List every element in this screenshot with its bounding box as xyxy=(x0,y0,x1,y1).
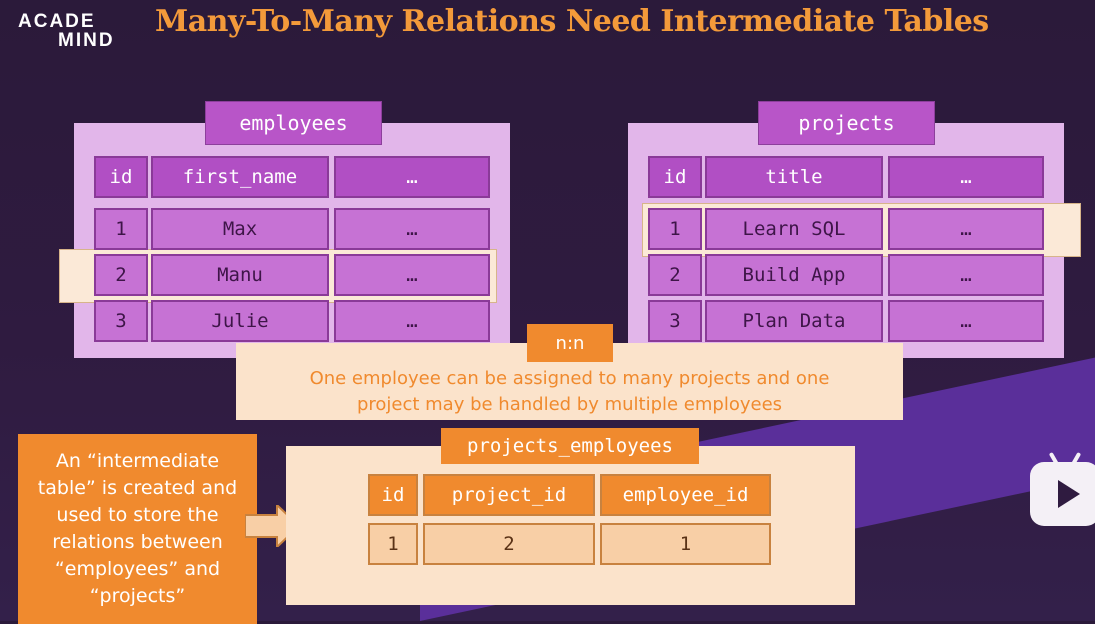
video-play-icon[interactable] xyxy=(1030,451,1095,526)
employees-cell: … xyxy=(334,208,490,250)
projects-cell: … xyxy=(888,300,1044,342)
employees-cell: 3 xyxy=(94,300,148,342)
projects-header-title: title xyxy=(705,156,883,198)
employees-cell: Max xyxy=(151,208,329,250)
pe-header-project-id: project_id xyxy=(423,474,595,516)
intermediate-table-note: An “intermediate table” is created and u… xyxy=(18,434,257,624)
projects-cell: 2 xyxy=(648,254,702,296)
projects-table-name: projects xyxy=(758,101,935,145)
pe-header-employee-id: employee_id xyxy=(600,474,771,516)
projects-cell: 1 xyxy=(648,208,702,250)
logo-line-2: MIND xyxy=(58,30,115,51)
projects-header-id: id xyxy=(648,156,702,198)
projects-cell: 3 xyxy=(648,300,702,342)
employees-header-id: id xyxy=(94,156,148,198)
projects-cell: … xyxy=(888,254,1044,296)
logo-line-1: ACADE xyxy=(18,11,96,32)
employees-header-first-name: first_name xyxy=(151,156,329,198)
projects-cell: Plan Data xyxy=(705,300,883,342)
employees-table-name: employees xyxy=(205,101,382,145)
projects-cell: Learn SQL xyxy=(705,208,883,250)
pe-cell: 2 xyxy=(423,523,595,565)
relation-description: One employee can be assigned to many pro… xyxy=(236,366,903,418)
pe-cell: 1 xyxy=(600,523,771,565)
relation-description-line: project may be handled by multiple emplo… xyxy=(356,394,783,415)
projects-employees-table-name: projects_employees xyxy=(441,428,699,464)
relation-type-tag: n:n xyxy=(527,324,613,362)
note-line: “projects” xyxy=(89,585,186,607)
employees-header-more: … xyxy=(334,156,490,198)
projects-cell: Build App xyxy=(705,254,883,296)
employees-cell: Julie xyxy=(151,300,329,342)
note-line: table” is created and xyxy=(37,477,238,499)
note-line: used to store the xyxy=(56,504,219,526)
employees-cell: Manu xyxy=(151,254,329,296)
employees-cell: 1 xyxy=(94,208,148,250)
pe-cell: 1 xyxy=(368,523,418,565)
logo: ACADE MIND xyxy=(18,12,115,50)
projects-header-more: … xyxy=(888,156,1044,198)
employees-cell: … xyxy=(334,254,490,296)
projects-cell: … xyxy=(888,208,1044,250)
note-line: “employees” and xyxy=(54,558,221,580)
note-line: An “intermediate xyxy=(55,450,220,472)
employees-cell: … xyxy=(334,300,490,342)
note-line: relations between xyxy=(52,531,223,553)
employees-cell: 2 xyxy=(94,254,148,296)
relation-description-line: One employee can be assigned to many pro… xyxy=(309,368,830,389)
pe-header-id: id xyxy=(368,474,418,516)
slide-title: Many-To-Many Relations Need Intermediate… xyxy=(155,4,989,39)
